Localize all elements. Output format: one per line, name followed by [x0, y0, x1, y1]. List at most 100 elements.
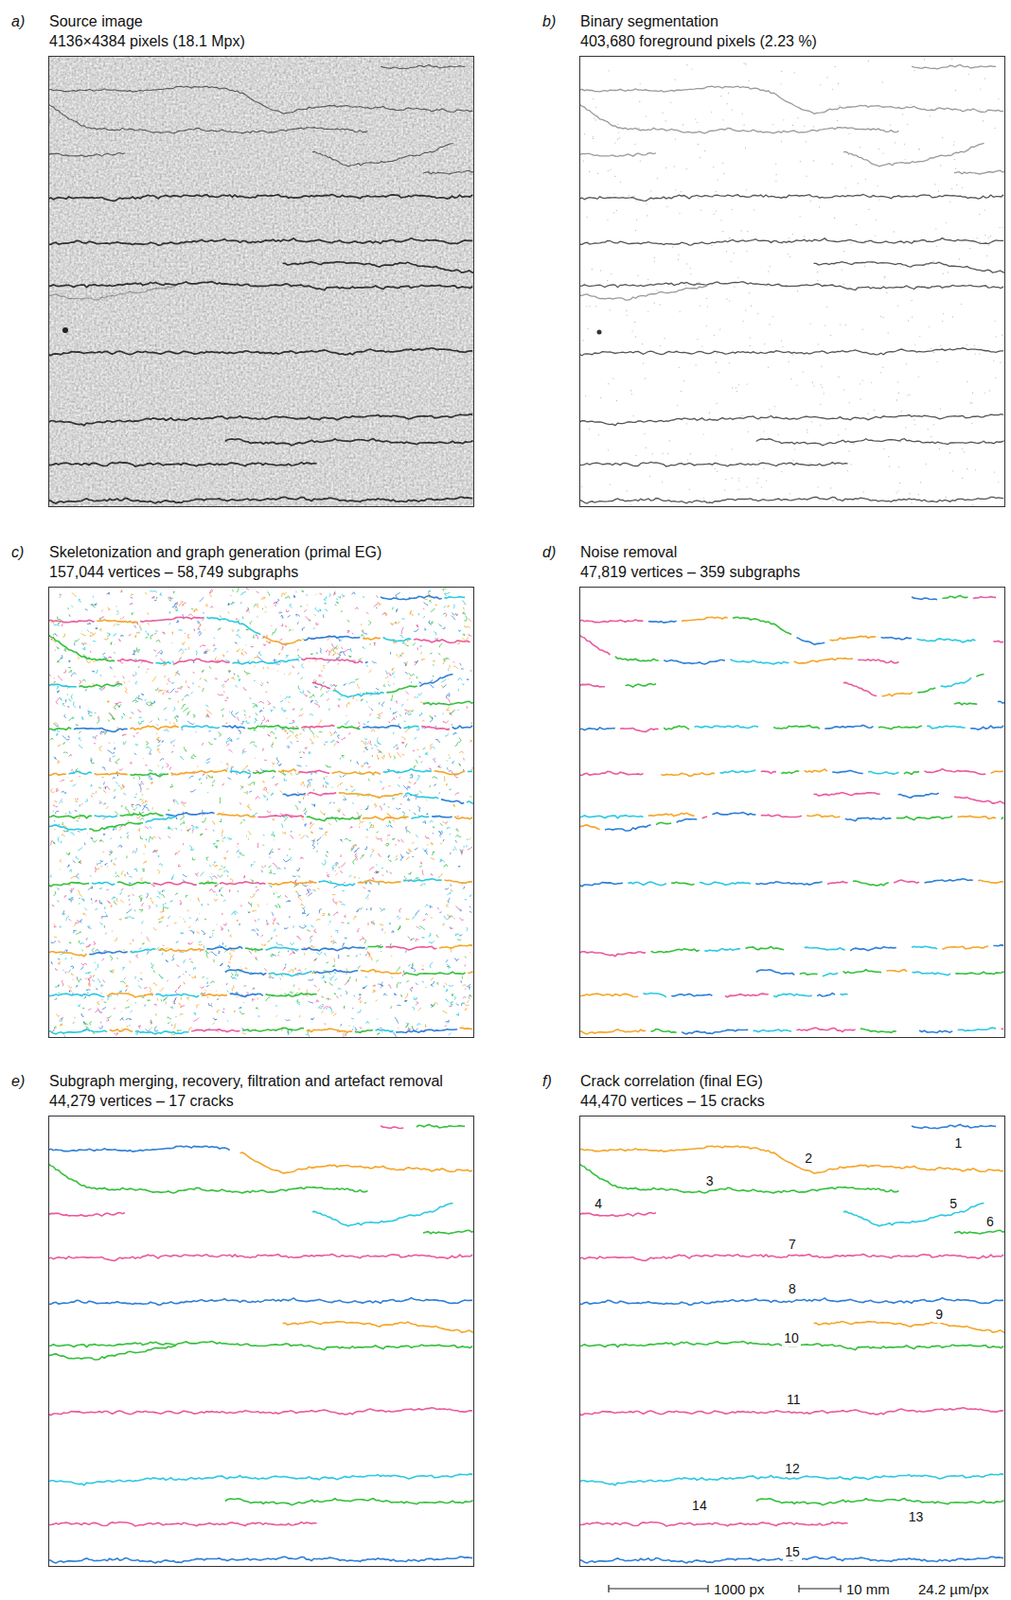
crack-line — [580, 727, 616, 731]
crack-line — [216, 814, 256, 817]
crack-line — [338, 793, 404, 799]
crack-line — [375, 1029, 394, 1033]
crack-line — [911, 64, 996, 69]
panel-letter: f) — [542, 1072, 552, 1091]
source-image — [48, 55, 475, 508]
panel-letter: b) — [542, 12, 556, 31]
crack-line — [242, 1028, 304, 1032]
crack-line — [827, 882, 849, 886]
crack-line — [460, 1028, 474, 1029]
crack-line — [444, 597, 466, 599]
crack-line — [69, 771, 92, 775]
crack-line — [410, 815, 429, 819]
crack-line — [773, 726, 820, 730]
scale-label: 10 mm — [844, 1581, 892, 1598]
crack-line — [91, 882, 115, 886]
panel-letter: a) — [11, 12, 25, 31]
crack-line — [268, 971, 313, 976]
crack-line — [129, 773, 169, 777]
crack-line — [158, 949, 205, 953]
crack-line — [911, 597, 938, 601]
segmentation-image — [580, 58, 1005, 507]
crack-line — [219, 882, 267, 886]
crack-line — [94, 815, 118, 818]
crack-line — [651, 949, 700, 954]
crack-line — [362, 638, 381, 640]
callout-number: 7 — [786, 1237, 799, 1254]
crack-line — [49, 496, 473, 504]
crack-line — [405, 793, 439, 799]
crack-line — [620, 728, 659, 733]
crack-line — [648, 620, 677, 623]
panel-subtitle: 403,680 foreground pixels (2.23 %) — [580, 32, 817, 51]
crack-line — [911, 1124, 996, 1129]
crack-line — [49, 993, 106, 997]
crack-line — [702, 816, 708, 819]
crack-line — [252, 770, 276, 774]
panel-title: Binary segmentation — [580, 12, 719, 31]
crack-line — [230, 771, 251, 774]
crack-line — [797, 638, 826, 645]
panel-frame: e)Subgraph merging, recovery, filtration… — [48, 1116, 475, 1568]
panel-letter: d) — [542, 543, 556, 562]
crack-line — [814, 262, 1006, 274]
crack-line — [303, 636, 360, 640]
crack-line — [49, 105, 369, 134]
crack-line — [49, 1165, 369, 1194]
crack-line — [49, 825, 88, 831]
crack-line — [625, 684, 657, 689]
crack-line — [140, 617, 205, 622]
crack-line — [893, 880, 920, 884]
crack-line — [993, 945, 1004, 947]
crack-line — [957, 815, 997, 819]
scale-label: 24.2 µm/px — [916, 1581, 992, 1598]
crack-line — [49, 1342, 473, 1351]
callout-number: 4 — [592, 1196, 604, 1213]
crack-line — [656, 822, 672, 825]
crack-line — [49, 86, 473, 114]
panel-subtitle: 47,819 vertices – 359 subgraphs — [580, 563, 800, 582]
crack-line — [49, 684, 77, 688]
crack-line — [319, 881, 355, 887]
skeleton-graph — [49, 587, 474, 1038]
callout-number: 11 — [784, 1392, 803, 1409]
crack-line — [580, 496, 1004, 504]
callout-number: 2 — [802, 1151, 815, 1168]
crack-line — [306, 816, 361, 821]
crack-line — [694, 726, 760, 729]
crack-line — [660, 773, 715, 777]
crack-line — [245, 948, 264, 951]
crack-line — [580, 1029, 646, 1035]
crack-line — [403, 726, 419, 728]
crack-line — [206, 617, 261, 635]
crack-line — [732, 617, 792, 635]
crack-line — [615, 656, 659, 662]
crack-line — [49, 1146, 231, 1153]
crack-line — [580, 86, 1004, 114]
crack-line — [278, 769, 297, 773]
crack-line — [49, 1474, 473, 1487]
crack-line — [991, 771, 1005, 774]
crack-line — [165, 813, 214, 817]
crack-line — [941, 946, 989, 950]
crack-line — [580, 1408, 1004, 1417]
crack-line — [231, 659, 299, 665]
panel-frame: c)Skeletonization and graph generation (… — [48, 586, 475, 1039]
crack-line — [756, 1499, 1005, 1507]
callout-number: 14 — [690, 1498, 710, 1515]
crack-line — [681, 617, 728, 621]
callout-number: 1 — [953, 1135, 965, 1153]
crack-line — [761, 815, 802, 817]
crack-line — [704, 949, 741, 953]
crack-line — [441, 799, 464, 804]
crack-line — [49, 1522, 318, 1526]
callout-number: 15 — [782, 1544, 802, 1561]
crack-line — [444, 880, 474, 884]
crack-line — [816, 993, 835, 997]
crack-line — [720, 770, 757, 774]
crack-line — [580, 1254, 1004, 1261]
panel-subtitle: 4136×4384 pixels (18.1 Mpx) — [49, 32, 246, 51]
crack-line — [580, 620, 644, 623]
callout-number: 9 — [933, 1307, 945, 1324]
crack-line — [975, 674, 984, 677]
